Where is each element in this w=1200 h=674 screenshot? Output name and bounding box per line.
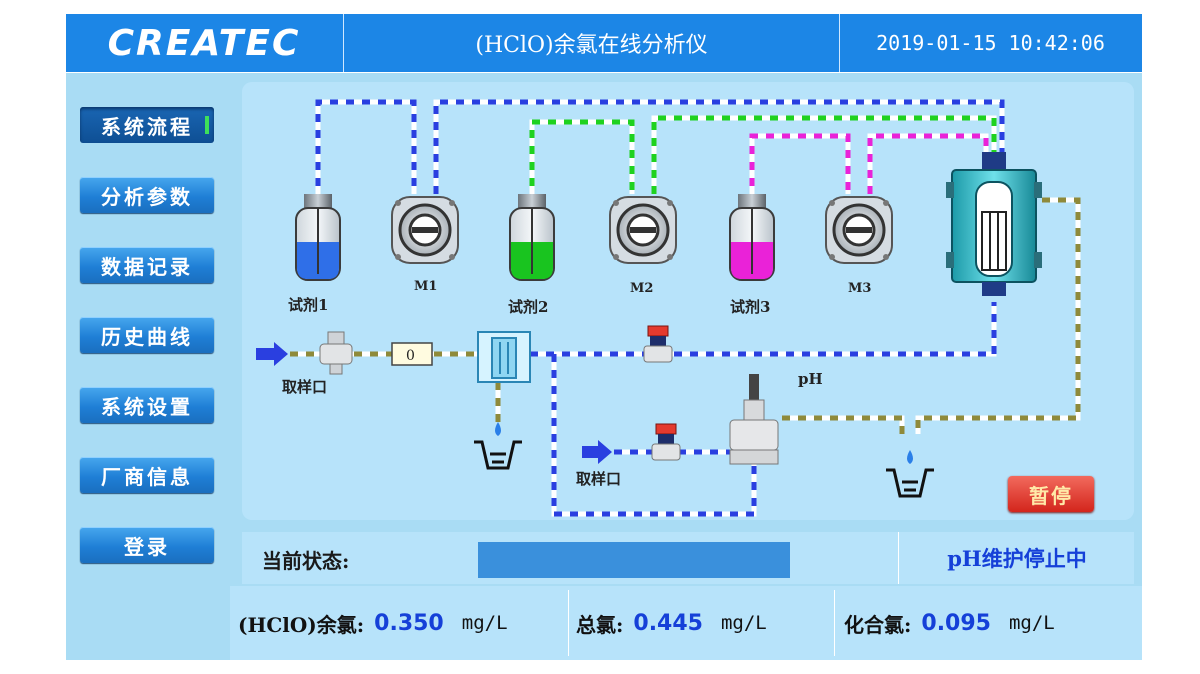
tube-reagent2 — [529, 119, 635, 202]
tube-m1-to-cell — [433, 99, 1005, 194]
readings-bar: (HClO)余氯: 0.350 mg/L 总氯: 0.445 mg/L 化合氯:… — [230, 586, 1142, 660]
status-label: 当前状态: — [262, 549, 350, 573]
reading-value: 0.095 — [921, 610, 991, 636]
reagent-bottle-3 — [729, 194, 775, 281]
status-message: pH维护停止中 — [898, 532, 1135, 584]
nav-label: 分析参数 — [101, 184, 193, 209]
measuring-cell-icon — [946, 152, 1042, 296]
sample-inlet-2-label: 取样口 — [576, 470, 621, 488]
pump-m1-icon[interactable] — [391, 196, 459, 264]
process-flow-diagram: 试剂1 试剂2 试剂3 M1 — [242, 82, 1134, 520]
nav-vendor-info-button[interactable]: 厂商信息 — [80, 457, 214, 493]
page-title: (HClO)余氯在线分析仪 — [343, 14, 840, 72]
tube-m3-to-cell — [867, 133, 989, 194]
nav-label: 系统设置 — [101, 394, 193, 419]
datetime-display: 2019-01-15 10:42:06 — [876, 31, 1105, 55]
nav-label: 系统流程 — [101, 114, 193, 139]
tube-cell-outlet — [782, 197, 1081, 434]
total-chlorine-reading: 总氯: 0.445 mg/L — [576, 586, 826, 660]
divider — [568, 590, 569, 656]
tube-m2-to-cell — [651, 115, 997, 194]
pump-m2-icon[interactable] — [609, 196, 677, 264]
tube-reagent3 — [749, 133, 851, 202]
flow-counter-value: 0 — [406, 348, 415, 364]
pump-m2-label: M2 — [630, 281, 653, 296]
reading-unit: mg/L — [720, 612, 767, 634]
pump-m3-icon[interactable] — [825, 196, 893, 264]
nav-analysis-params-button[interactable]: 分析参数 — [80, 177, 214, 213]
header-bar: CREATEC (HClO)余氯在线分析仪 2019-01-15 10:42:0… — [66, 14, 1142, 73]
free-chlorine-reading: (HClO)余氯: 0.350 mg/L — [238, 586, 560, 660]
active-indicator — [205, 116, 209, 134]
brand-logo: CREATEC — [107, 22, 301, 64]
sidebar-nav: 系统流程 分析参数 数据记录 历史曲线 系统设置 厂商信息 登录 — [66, 73, 230, 660]
flow-counter — [391, 342, 433, 366]
pump-m3-label: M3 — [848, 281, 871, 296]
solenoid-valve-icon[interactable] — [651, 423, 681, 461]
reagent-bottle-2 — [509, 194, 555, 281]
nav-system-settings-button[interactable]: 系统设置 — [80, 387, 214, 423]
status-progress-box — [478, 542, 790, 578]
sample-inlet-1-label: 取样口 — [282, 378, 327, 396]
solenoid-valve-icon[interactable] — [643, 325, 673, 363]
overflow-vessel-icon — [477, 331, 531, 383]
pressure-regulator-icon — [319, 331, 353, 375]
reagent-bottle-1 — [295, 194, 341, 281]
nav-data-records-button[interactable]: 数据记录 — [80, 247, 214, 283]
reading-label: (HClO)余氯: — [238, 612, 365, 637]
reagent1-label: 试剂1 — [288, 296, 328, 314]
ph-sensor-icon — [729, 374, 779, 465]
nav-system-flow-button[interactable]: 系统流程 — [80, 107, 214, 143]
reading-label: 总氯: — [576, 612, 624, 637]
pause-button[interactable]: 暂停 — [1008, 476, 1094, 512]
nav-history-curve-button[interactable]: 历史曲线 — [80, 317, 214, 353]
drain-icon — [886, 450, 934, 498]
sample-inlet-arrow-icon — [582, 440, 612, 464]
reading-unit: mg/L — [461, 612, 508, 634]
reading-unit: mg/L — [1008, 612, 1055, 634]
pump-m1-label: M1 — [414, 279, 437, 294]
reagent2-label: 试剂2 — [508, 298, 548, 316]
sample-inlet-arrow-icon — [256, 342, 288, 366]
combined-chlorine-reading: 化合氯: 0.095 mg/L — [844, 586, 1134, 660]
ph-label: pH — [798, 370, 823, 388]
reading-label: 化合氯: — [844, 612, 912, 637]
hmi-screen: CREATEC (HClO)余氯在线分析仪 2019-01-15 10:42:0… — [66, 14, 1142, 660]
diagram-background — [242, 82, 1134, 520]
reading-value: 0.350 — [374, 610, 444, 636]
reagent3-label: 试剂3 — [730, 298, 770, 316]
tube-reagent1 — [315, 99, 417, 202]
drain-icon — [474, 422, 522, 470]
nav-label: 历史曲线 — [101, 324, 193, 349]
nav-login-button[interactable]: 登录 — [80, 527, 214, 563]
nav-label: 厂商信息 — [101, 464, 193, 489]
reading-value: 0.445 — [633, 610, 703, 636]
nav-label: 登录 — [124, 534, 170, 559]
status-bar: 当前状态: pH维护停止中 — [242, 532, 1134, 584]
divider — [834, 590, 835, 656]
nav-label: 数据记录 — [101, 254, 193, 279]
